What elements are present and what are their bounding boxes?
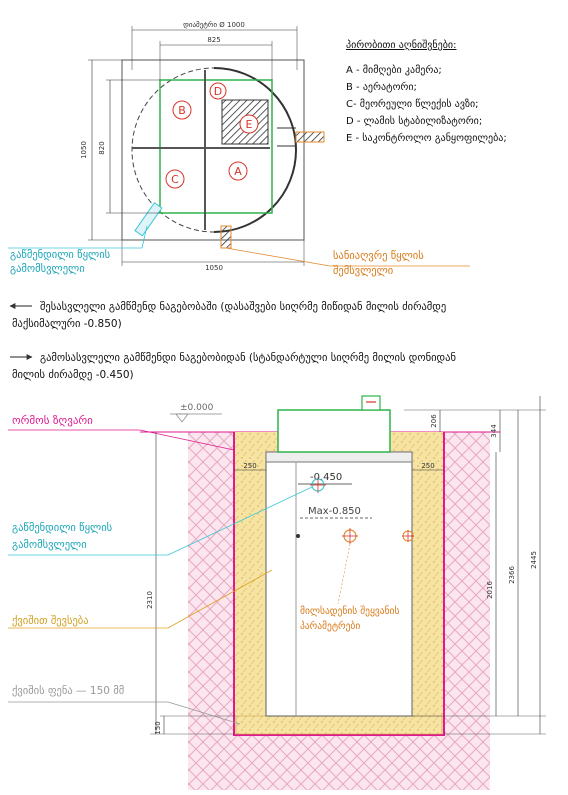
legend-item-b: B - აერატორი; (346, 81, 417, 93)
level-inlet: Max-0.850 (308, 506, 361, 517)
dim-2310: 2310 (146, 591, 154, 609)
dim-2016: 2016 (486, 581, 494, 599)
chamber-d-label: D (214, 85, 222, 98)
soil-right (444, 432, 490, 790)
top-inlet-label-2: შემსვლელი (333, 265, 393, 277)
chamber-b-ring (172, 100, 192, 120)
chamber-c-label: C (171, 173, 179, 186)
dim-250-right: 250 (421, 462, 434, 470)
inlet-note-2: მაქსიმალური -0.850) (12, 318, 122, 330)
tank-arc (213, 67, 297, 233)
section-view: -0.450 Max-0.850 250 250 ±0.000 206 344 … (8, 395, 546, 790)
legend: პირობითი აღნიშვნები: A - მიმღები კამერა;… (346, 39, 507, 144)
legend-title: პირობითი აღნიშვნები: (346, 39, 456, 51)
level-zero: ±0.000 (180, 403, 214, 413)
outlet-note-2: მილის ძირამდე -0.450) (12, 369, 134, 381)
chamber-d-ring (209, 82, 227, 100)
dim-150: 150 (154, 721, 162, 734)
inlet-pipe-bottom (220, 225, 232, 249)
top-outlet-label-2: გამომსვლელი (10, 263, 85, 275)
sand-layer-label: ქვიშის ფენა — 150 მმ (12, 685, 124, 697)
inlet-pipe-right (295, 131, 325, 143)
chamber-e-label: E (246, 118, 253, 131)
dim-206: 206 (430, 414, 438, 428)
inlet-note-1: შესასვლელი გამწმენდ ნაგებობაში (დასაშვებ… (40, 301, 446, 313)
cover-vent (361, 395, 381, 411)
dim-825: 825 (207, 36, 220, 44)
pit-edge-label: ორმოს ზღვარი (12, 414, 93, 427)
dim-1050-horizontal: 1050 (205, 264, 223, 272)
dim-1050-vertical: 1050 (80, 141, 88, 159)
legend-item-a: A - მიმღები კამერა; (346, 64, 442, 76)
inner-tank-outline (159, 79, 273, 214)
dim-2445: 2445 (530, 551, 538, 569)
dim-250-left: 250 (243, 462, 256, 470)
outlet-note-1: გამოსასვლელი გამწმენდი ნაგებობიდან (სტან… (40, 352, 456, 364)
legend-item-c: C- მეორეული წლექის ავზი; (346, 98, 479, 110)
right-dimensions: 206 344 2016 2366 2445 (404, 396, 546, 735)
legend-item-e: E - საკონტროლო განყოფილება; (346, 132, 507, 144)
sand-layer (235, 715, 443, 735)
top-inlet-label-1: სანიაღვრე წყლის (333, 250, 424, 262)
chamber-e-ring (239, 114, 259, 134)
tank-cover (277, 409, 391, 453)
tank-top-band (265, 451, 413, 463)
arrow-notes: შესასვლელი გამწმენდ ნაგებობაში (დასაშვებ… (9, 301, 456, 381)
chamber-labels: B D E C A (165, 82, 259, 189)
dim-344: 344 (490, 424, 498, 438)
diameter-label: დიამეტრი Ø 1000 (183, 20, 245, 29)
pipe-params-label-1: მილსადენის შეყვანის (300, 606, 399, 617)
tank-body (265, 451, 413, 717)
top-outlet-label-1: გაწმენდილი წყლის (10, 249, 110, 261)
dim-820: 820 (98, 141, 106, 154)
chamber-a-ring (228, 161, 248, 181)
section-outlet-label-2: გამომსვლელი (12, 539, 87, 551)
soil-bottom (234, 735, 444, 790)
top-view-outline (121, 59, 305, 241)
top-view: B D E C A დიამეტრი Ø 1000 825 (8, 20, 470, 277)
legend-item-d: D - ლამის სტაბილიზატორი; (346, 115, 482, 127)
pit-edge (233, 432, 445, 736)
pipe-params-label-2: პარამეტრები (300, 621, 360, 632)
dim-2366: 2366 (508, 566, 516, 584)
soil-left (188, 432, 234, 790)
chamber-b-label: B (178, 104, 186, 117)
section-outlet-label-1: გაწმენდილი წყლის (12, 522, 112, 534)
chamber-c-ring (165, 169, 185, 189)
chamber-a-label: A (234, 165, 242, 178)
level-outlet: -0.450 (310, 472, 342, 483)
sand-fill-label: ქვიშით შევსება (12, 615, 89, 627)
outlet-pipe (134, 202, 163, 237)
